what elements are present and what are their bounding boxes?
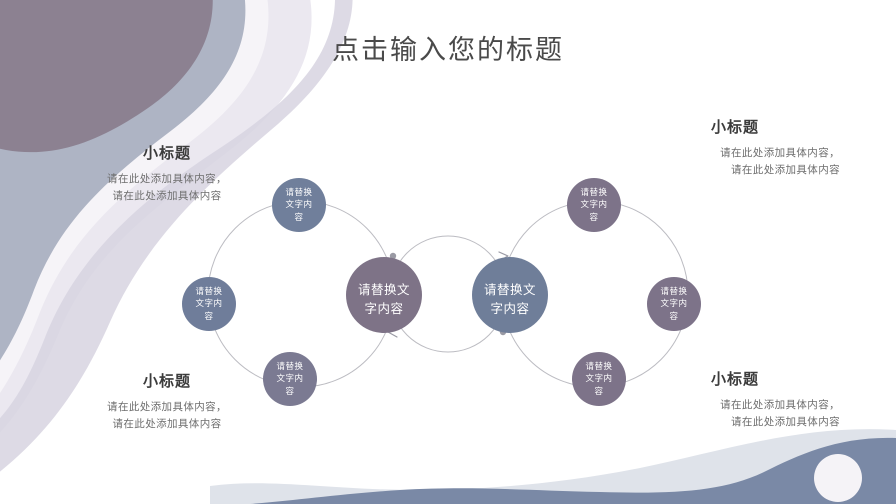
connector-dot-top: [389, 252, 397, 260]
caption-top-right-line1: 请在此处添加具体内容，: [720, 147, 840, 159]
caption-bottom-left-body: 请在此处添加具体内容， 请在此处添加具体内容: [62, 399, 272, 434]
caption-top-left-body: 请在此处添加具体内容， 请在此处添加具体内容: [62, 171, 272, 206]
caption-bottom-left: 小标题 请在此处添加具体内容， 请在此处添加具体内容: [62, 370, 272, 434]
sat-left-top-circle[interactable]: [272, 178, 326, 232]
caption-bottom-left-line1: 请在此处添加具体内容，: [107, 401, 227, 413]
caption-bottom-right-line2: 请在此处添加具体内容: [731, 416, 840, 429]
sat-left-west-circle[interactable]: [182, 277, 236, 331]
page-title: 点击输入您的标题: [332, 35, 564, 65]
sat-left-bottom-circle[interactable]: [263, 352, 317, 406]
caption-bottom-right-line1: 请在此处添加具体内容，: [720, 399, 840, 411]
hub-left-circle[interactable]: [346, 257, 422, 333]
caption-top-left-line2: 请在此处添加具体内容: [112, 190, 222, 203]
sat-right-bottom-circle[interactable]: [572, 352, 626, 406]
caption-bottom-right-title: 小标题: [710, 371, 759, 388]
sat-right-top-circle[interactable]: [567, 178, 621, 232]
caption-top-right: 小标题 请在此处添加具体内容， 请在此处添加具体内容: [630, 116, 840, 180]
caption-bottom-right: 小标题 请在此处添加具体内容， 请在此处添加具体内容: [630, 368, 840, 432]
caption-top-left: 小标题 请在此处添加具体内容， 请在此处添加具体内容: [62, 142, 272, 206]
caption-bottom-left-title: 小标题: [142, 373, 191, 390]
caption-top-right-line2: 请在此处添加具体内容: [731, 164, 840, 177]
caption-top-right-title: 小标题: [710, 119, 759, 136]
caption-top-left-title: 小标题: [142, 145, 191, 162]
caption-top-left-line1: 请在此处添加具体内容，: [107, 173, 227, 185]
hub-right-circle[interactable]: [472, 257, 548, 333]
caption-bottom-right-body: 请在此处添加具体内容， 请在此处添加具体内容: [630, 397, 840, 432]
caption-top-right-body: 请在此处添加具体内容， 请在此处添加具体内容: [630, 145, 840, 180]
caption-bottom-left-line2: 请在此处添加具体内容: [112, 418, 222, 431]
sat-right-east-circle[interactable]: [647, 277, 701, 331]
